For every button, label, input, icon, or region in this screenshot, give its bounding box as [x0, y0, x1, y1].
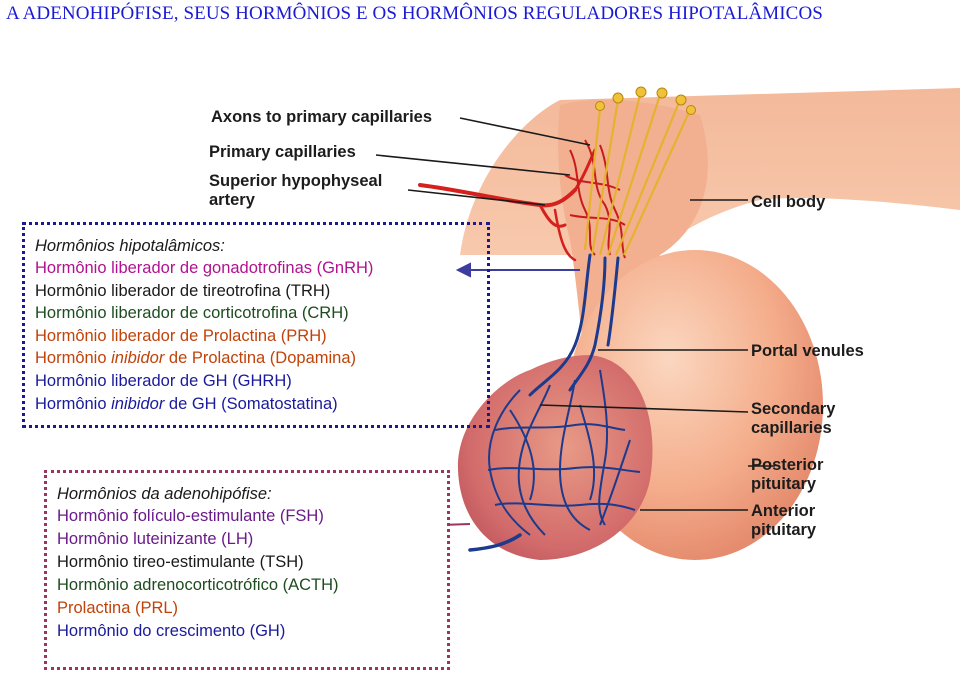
label-cell-body: Cell body [751, 193, 826, 211]
hormone-gh: Hormônio do crescimento (GH) [57, 622, 286, 640]
hormone-lh: Hormônio luteinizante (LH) [57, 530, 254, 548]
page-title: A ADENOHIPÓFISE, SEUS HORMÔNIOS E OS HOR… [6, 3, 823, 24]
hormone-prl: Prolactina (PRL) [57, 599, 179, 617]
hormone-gnrh: Hormônio liberador de gonadotrofinas (Gn… [35, 259, 374, 277]
hypothalamic-hormones-box: Hormônios hipotalâmicos: Hormônio libera… [22, 222, 490, 428]
hypothalamic-hormone-list: Hormônio liberador de gonadotrofinas (Gn… [35, 257, 487, 415]
label-portal-venules: Portal venules [751, 342, 864, 360]
label-axons: Axons to primary capillaries [211, 108, 433, 126]
primary-capillaries [564, 139, 626, 259]
adenohypophysis-hormone-list: Hormônio folículo-estimulante (FSH) Horm… [57, 505, 447, 643]
axons [583, 94, 692, 256]
label-secondary-capillaries: Secondary capillaries [751, 400, 836, 437]
hormone-trh: Hormônio liberador de tireotrofina (TRH) [35, 281, 331, 300]
hypophyseal-vein [468, 533, 522, 552]
label-superior-hypophyseal-artery: Superior hypophyseal artery [209, 172, 383, 209]
label-primary-capillaries: Primary capillaries [209, 143, 356, 161]
hormone-crh: Hormônio liberador de corticotrofina (CR… [35, 304, 349, 323]
label-anterior-pituitary: Anterior pituitary [751, 502, 817, 539]
adenohypophysis-hormones-box: Hormônios da adenohipófise: Hormônio fol… [44, 470, 450, 670]
hypothalamic-box-heading: Hormônios hipotalâmicos: [35, 237, 225, 255]
hormone-dopamine: Hormônio inibidor de Prolactina (Dopamin… [35, 349, 357, 368]
label-leaders [375, 117, 775, 511]
hormone-tsh: Hormônio tireo-estimulante (TSH) [57, 553, 304, 571]
adenohypophysis-box-heading: Hormônios da adenohipófise: [57, 485, 272, 503]
neuron-cell-bodies [595, 86, 696, 115]
hormone-acth: Hormônio adrenocorticotrófico (ACTH) [57, 576, 339, 594]
infundibulum-stalk [558, 99, 708, 365]
hormone-fsh: Hormônio folículo-estimulante (FSH) [57, 507, 324, 525]
portal-venules [528, 253, 620, 397]
hypothalamic-arrow [455, 262, 580, 278]
hormone-ghrh: Hormônio liberador de GH (GHRH) [35, 371, 292, 390]
label-posterior-pituitary: Posterior pituitary [751, 456, 824, 493]
hormone-prh: Hormônio liberador de Prolactina (PRH) [35, 326, 327, 345]
hormone-somatostatin: Hormônio inibidor de GH (Somatostatina) [35, 394, 338, 413]
